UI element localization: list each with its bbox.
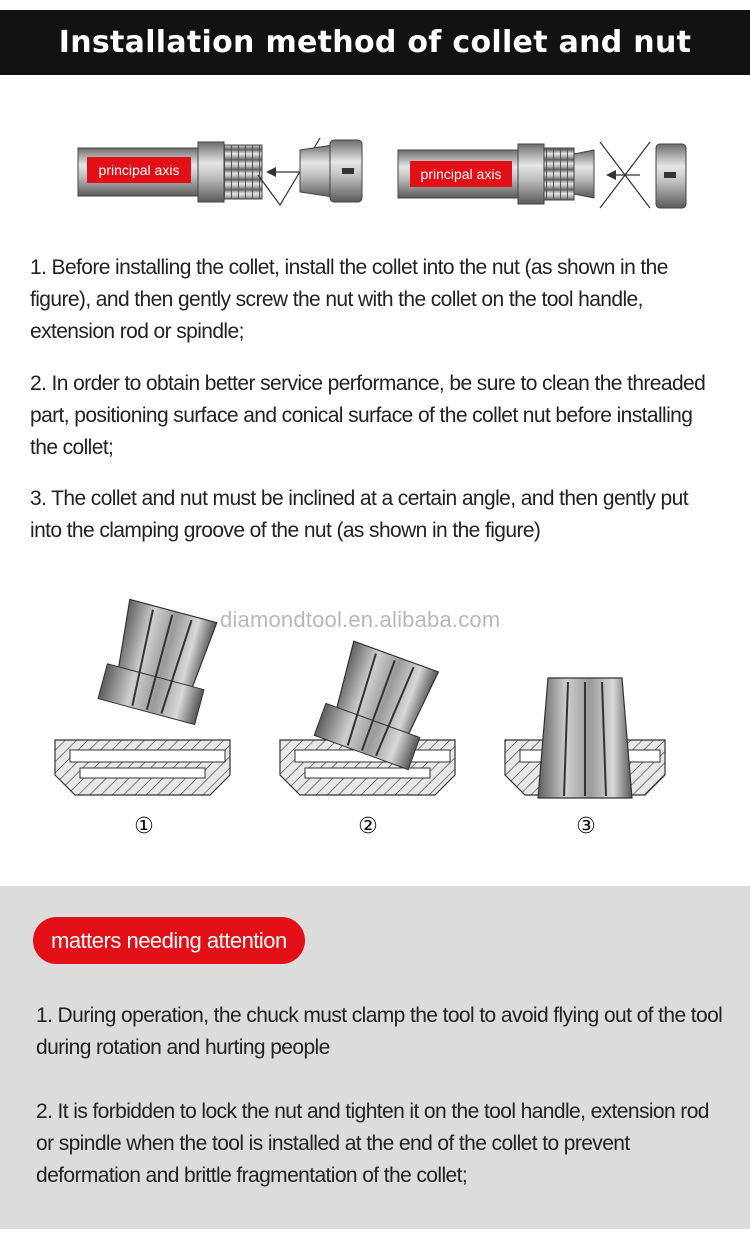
- principal-axis-diagram: principal axis principal axis: [77, 137, 687, 209]
- left-handle-thread: [223, 144, 263, 200]
- page-title: Installation method of collet and nut: [58, 25, 692, 60]
- attention-title-badge: matters needing attention: [33, 917, 305, 964]
- watermark: diamondtool.en.alibaba.com: [220, 607, 501, 632]
- step-text-1: 1. Before installing the collet, install…: [30, 256, 668, 343]
- step-text-3: 3. The collet and nut must be inclined a…: [30, 487, 689, 542]
- right-collet: [573, 149, 595, 199]
- label-left-bg: [87, 157, 191, 183]
- step-label-3: ③: [576, 814, 596, 839]
- label-right-bg: [410, 161, 512, 187]
- step-3-diagram: [504, 677, 666, 799]
- label-left: principal axis: [99, 162, 180, 178]
- step-label-2: ②: [358, 814, 378, 839]
- collet-insertion-steps: ① ② ③: [54, 598, 666, 839]
- left-handle-collar: [197, 141, 225, 203]
- right-handle-thread: [543, 147, 575, 201]
- page-header: Installation method of collet and nut: [0, 10, 750, 75]
- step-label-1: ①: [134, 814, 154, 839]
- right-handle-collar: [517, 143, 545, 205]
- attention-note-1: 1. During operation, the chuck must clam…: [36, 1004, 723, 1059]
- attention-note-2: 2. It is forbidden to lock the nut and t…: [36, 1100, 709, 1187]
- step-text-2: 2. In order to obtain better service per…: [30, 372, 706, 459]
- step-2-diagram: [279, 640, 456, 796]
- label-right: principal axis: [421, 166, 502, 182]
- step-1-diagram: [54, 598, 231, 796]
